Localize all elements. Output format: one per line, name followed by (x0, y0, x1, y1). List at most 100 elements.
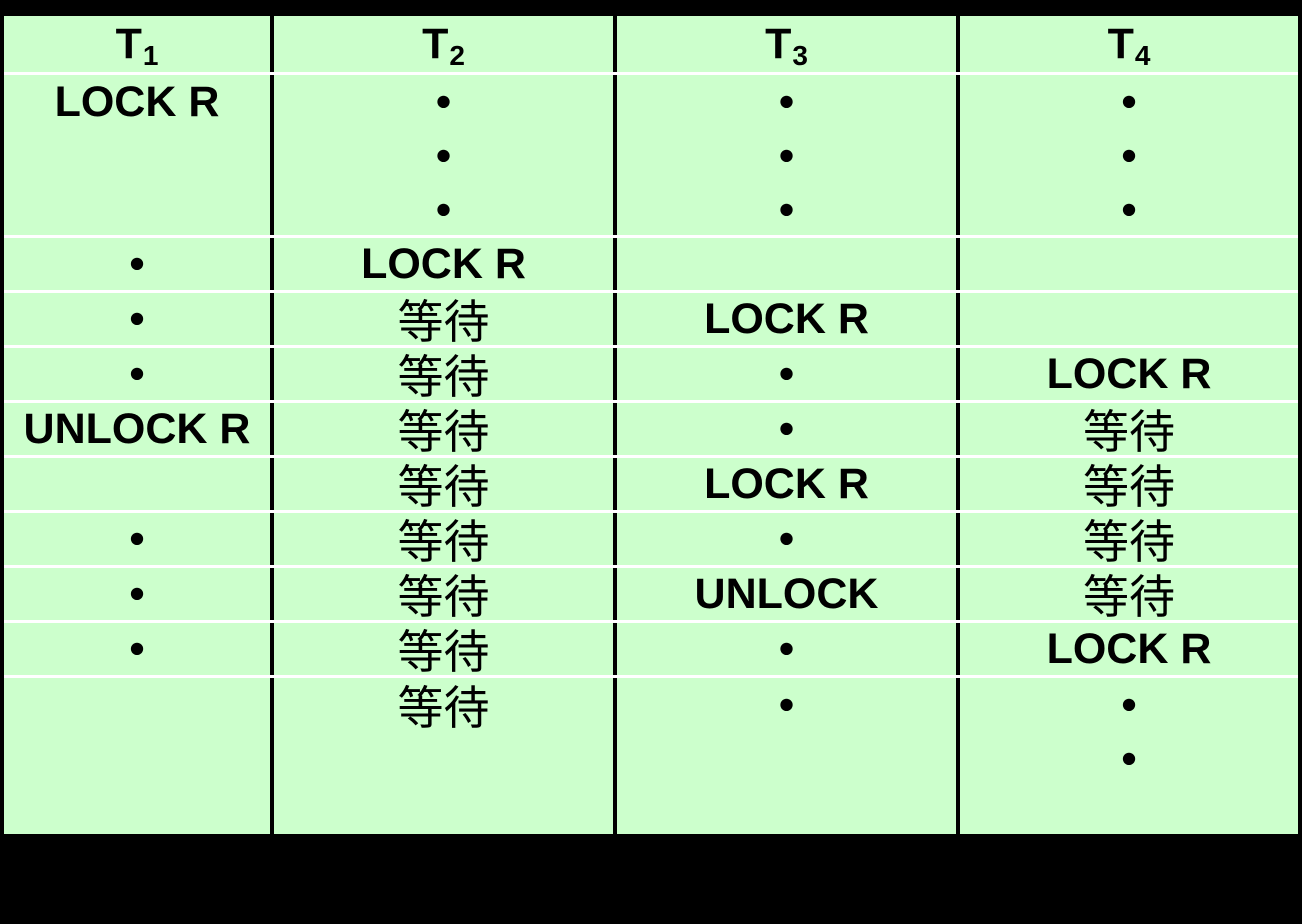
table-cell (956, 293, 1298, 345)
cell-text: LOCK R (704, 294, 869, 343)
table-cell: •• (956, 678, 1298, 834)
bullet-dot: • (129, 569, 145, 618)
cell-text: 等待 (1083, 572, 1175, 620)
table-row: 等待 LOCK R 等待 (4, 455, 1298, 510)
bullet-dot: • (778, 680, 795, 729)
header-subscript: 1 (142, 40, 159, 71)
table-row: • LOCK R (4, 235, 1298, 290)
cell-text: 等待 (397, 683, 490, 734)
table-cell: LOCK R (956, 348, 1298, 400)
bullet-dot: • (129, 294, 145, 343)
table-cell: 等待 (270, 403, 613, 455)
table-cell: UNLOCK (613, 568, 956, 620)
bullet-dot: • (778, 131, 795, 180)
bullet-dot: • (778, 185, 795, 234)
table-row: • 等待 UNLOCK 等待 (4, 565, 1298, 620)
table-cell: • (613, 348, 956, 400)
cell-text: LOCK R (1046, 349, 1212, 398)
bullet-dot: • (1121, 734, 1137, 783)
cell-text: 等待 (397, 572, 490, 620)
table-cell: 等待 (270, 623, 613, 675)
table-cell: LOCK R (613, 458, 956, 510)
header-label: T (765, 19, 792, 68)
table-row: • 等待 • LOCK R (4, 345, 1298, 400)
cell-text: 等待 (397, 517, 490, 565)
table-cell: • (613, 513, 956, 565)
bullet-dot: • (129, 349, 145, 398)
table-cell: 等待 (956, 513, 1298, 565)
table-cell: 等待 (956, 403, 1298, 455)
table-cell: ••• (956, 75, 1298, 235)
cell-text: UNLOCK R (23, 404, 251, 453)
bullet-dot: • (435, 131, 452, 180)
cell-text: LOCK R (54, 77, 220, 126)
bullet-dot: • (778, 349, 795, 398)
table-cell: • (4, 568, 270, 620)
cell-text: LOCK R (704, 459, 869, 508)
header-label: T (422, 19, 449, 68)
header-subscript: 3 (792, 40, 808, 71)
table-cell: • (4, 623, 270, 675)
table-cell: 等待 (956, 568, 1298, 620)
cell-text: UNLOCK (694, 569, 879, 618)
cell-text: 等待 (1083, 462, 1175, 510)
header-subscript: 2 (449, 40, 465, 71)
table-cell: 等待 (270, 348, 613, 400)
table-cell (956, 238, 1298, 290)
table-cell: 等待 (270, 678, 613, 834)
cell-text: 等待 (397, 407, 490, 455)
bullet-dot: • (1121, 680, 1137, 729)
bullet-dot: • (778, 404, 795, 453)
bullet-dot: • (435, 185, 452, 234)
table-cell: • (4, 238, 270, 290)
cell-text: 等待 (1083, 407, 1175, 455)
table-cell: UNLOCK R (4, 403, 270, 455)
bullet-dot: • (435, 77, 452, 126)
table-cell: LOCK R (4, 75, 270, 235)
table-cell: LOCK R (270, 238, 613, 290)
table-cell: • • • (270, 75, 613, 235)
table-row: UNLOCK R 等待 • 等待 (4, 400, 1298, 455)
table-cell: LOCK R (613, 293, 956, 345)
cell-text: 等待 (1083, 517, 1175, 565)
table-cell: • (4, 348, 270, 400)
table-row: • 等待 LOCK R (4, 290, 1298, 345)
bullet-dot: • (778, 624, 795, 673)
bullet-dot: • (1121, 131, 1137, 180)
bullet-dot: • (1121, 185, 1137, 234)
cell-text: 等待 (397, 352, 490, 400)
cell-text: LOCK R (361, 239, 526, 288)
header-subscript: 4 (1134, 40, 1151, 71)
cell-text: 等待 (397, 297, 490, 345)
header-label: T (1107, 19, 1134, 68)
table-cell (613, 238, 956, 290)
table-cell: LOCK R (956, 623, 1298, 675)
bullet-dot: • (778, 514, 795, 563)
table-cell: 等待 (270, 513, 613, 565)
table-cell (4, 458, 270, 510)
table-cell: • (4, 293, 270, 345)
bullet-dot: • (129, 514, 145, 563)
header-label: T (115, 19, 142, 68)
table-cell: • (4, 513, 270, 565)
table-cell: 等待 (270, 458, 613, 510)
table-row: • 等待 • 等待 (4, 510, 1298, 565)
table-row: 等待••• (4, 675, 1298, 834)
table-cell: • (613, 678, 956, 834)
table-cell: 等待 (270, 568, 613, 620)
cell-text: 等待 (397, 462, 490, 510)
bullet-dot: • (129, 239, 145, 288)
table-cell: 等待 (956, 458, 1298, 510)
table-cell: ••• (613, 75, 956, 235)
table-cell (4, 678, 270, 834)
table-cell: • (613, 403, 956, 455)
cell-text: 等待 (397, 627, 490, 675)
table-row: LOCK R••••••••• (4, 72, 1298, 235)
